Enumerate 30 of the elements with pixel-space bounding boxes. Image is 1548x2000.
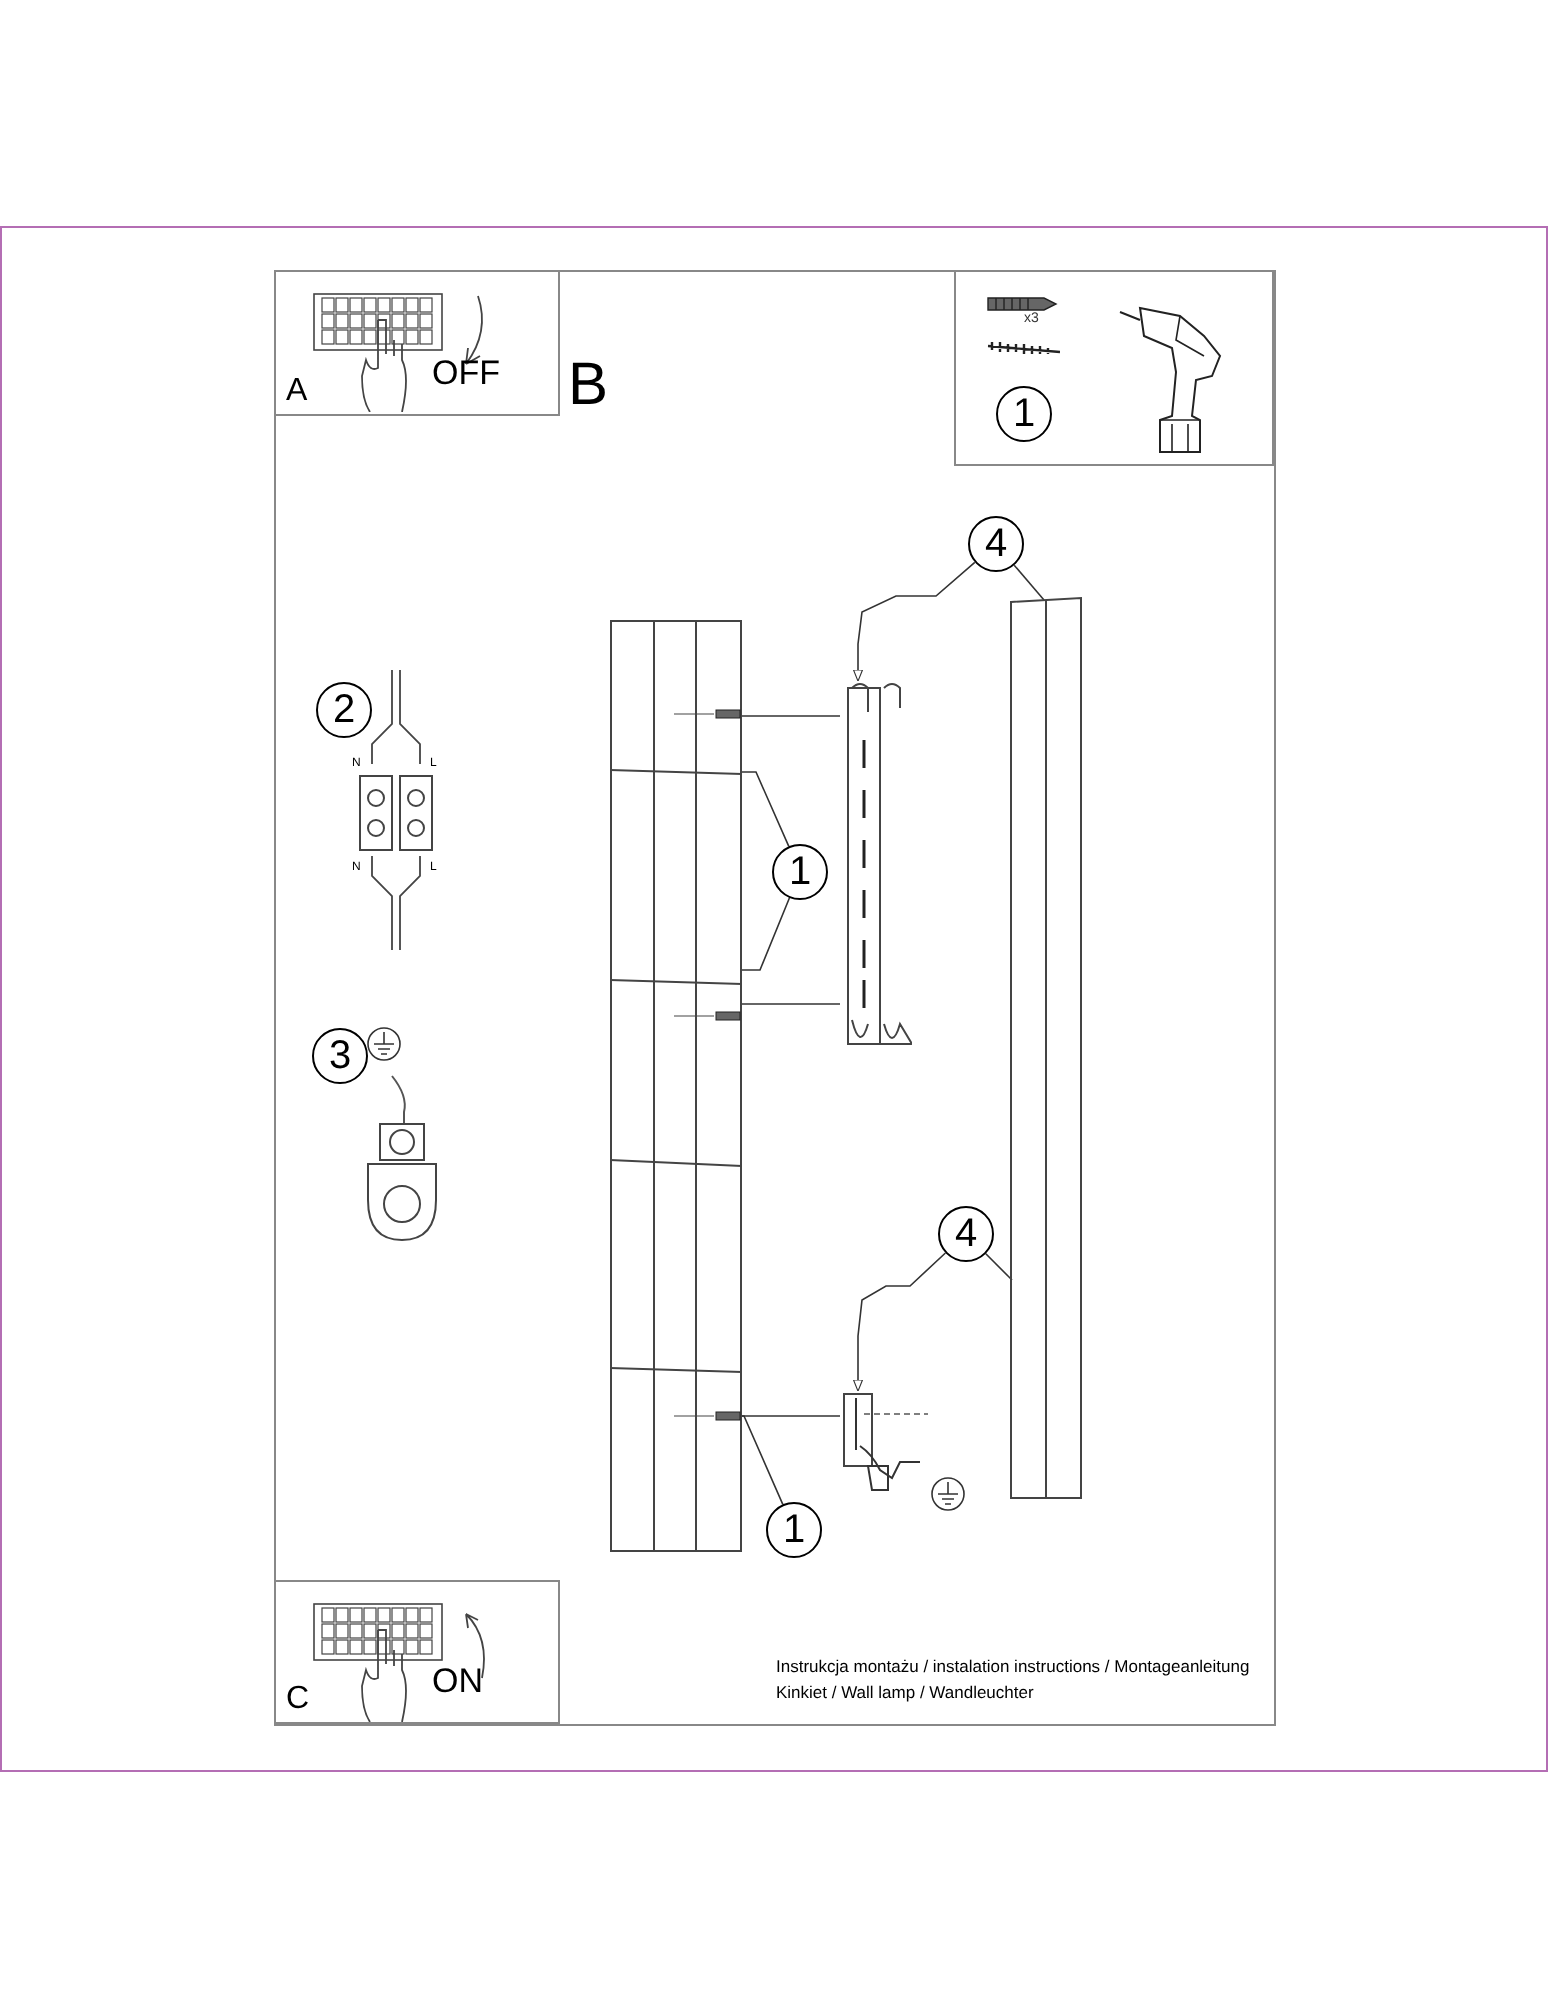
- footer-text: Kinkiet / Wall lamp / Wandleuchter: [776, 1684, 1034, 1701]
- arrow: [852, 561, 976, 682]
- leader-line: [1013, 564, 1045, 601]
- callout-number: 4: [938, 1206, 994, 1262]
- tools-panel: [954, 270, 1274, 466]
- leader-line: [741, 715, 841, 717]
- wall-lamp-drawing: [1010, 596, 1082, 1500]
- wall-drawing: [610, 620, 742, 1552]
- footer-text: Instrukcja montażu / instalation instructions / Montageanleitung: [776, 1658, 1250, 1675]
- leader-line: [741, 1415, 841, 1417]
- callout-number: 1: [772, 844, 828, 900]
- step-panel: [274, 1580, 560, 1724]
- leader-line: [741, 771, 790, 848]
- step-letter: A: [286, 376, 308, 408]
- leader-line: [741, 897, 791, 971]
- callout-number: 3: [312, 1028, 368, 1084]
- callout-number: 1: [766, 1502, 822, 1558]
- callout-number: 2: [316, 682, 372, 738]
- bottom-bracket-drawing: [840, 1390, 930, 1494]
- leader-line: [985, 1253, 1013, 1281]
- switch-state-label: OFF: [432, 356, 500, 390]
- callout-number: 1: [996, 386, 1052, 442]
- leader-line: [741, 1003, 841, 1005]
- step-letter: B: [568, 356, 609, 416]
- step-panel: [274, 270, 560, 416]
- switch-state-label: ON: [432, 1664, 483, 1698]
- leader-line: [741, 1415, 784, 1506]
- step-letter: C: [286, 1684, 310, 1716]
- callout-number: 4: [968, 516, 1024, 572]
- arrow: [852, 1252, 947, 1392]
